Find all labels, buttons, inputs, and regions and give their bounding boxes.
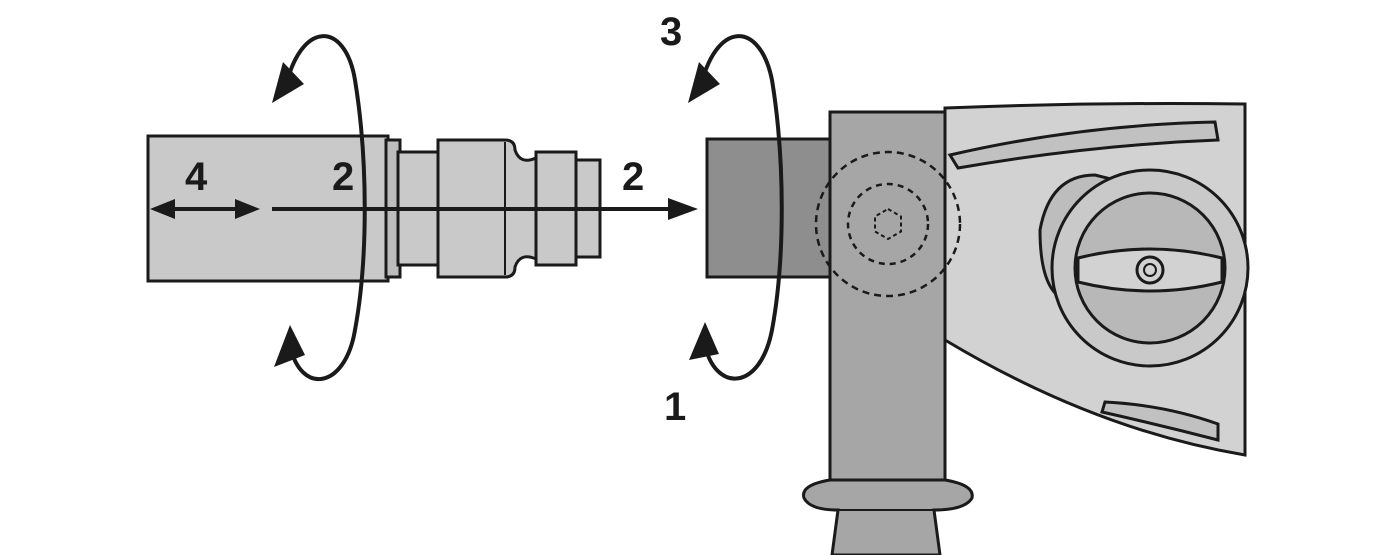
step-label-3: 3 xyxy=(660,10,682,54)
drill-body xyxy=(943,102,1250,457)
double-arrow-icon xyxy=(150,199,260,219)
chuck-nose xyxy=(705,137,832,279)
arrow-right-icon xyxy=(272,198,698,220)
vent-slot-bottom xyxy=(1100,400,1220,442)
step-label-2-right: 2 xyxy=(622,155,644,199)
step-label-1: 1 xyxy=(664,385,686,429)
circular-arrow-icon xyxy=(272,34,367,382)
vent-slot-top xyxy=(947,120,1220,170)
step-label-4: 4 xyxy=(185,155,208,199)
circular-arrow-icon xyxy=(688,34,784,381)
mode-selector-knob xyxy=(1038,168,1250,368)
side-handle xyxy=(802,110,974,555)
chuck xyxy=(705,137,962,298)
step-label-2-left: 2 xyxy=(332,155,354,199)
